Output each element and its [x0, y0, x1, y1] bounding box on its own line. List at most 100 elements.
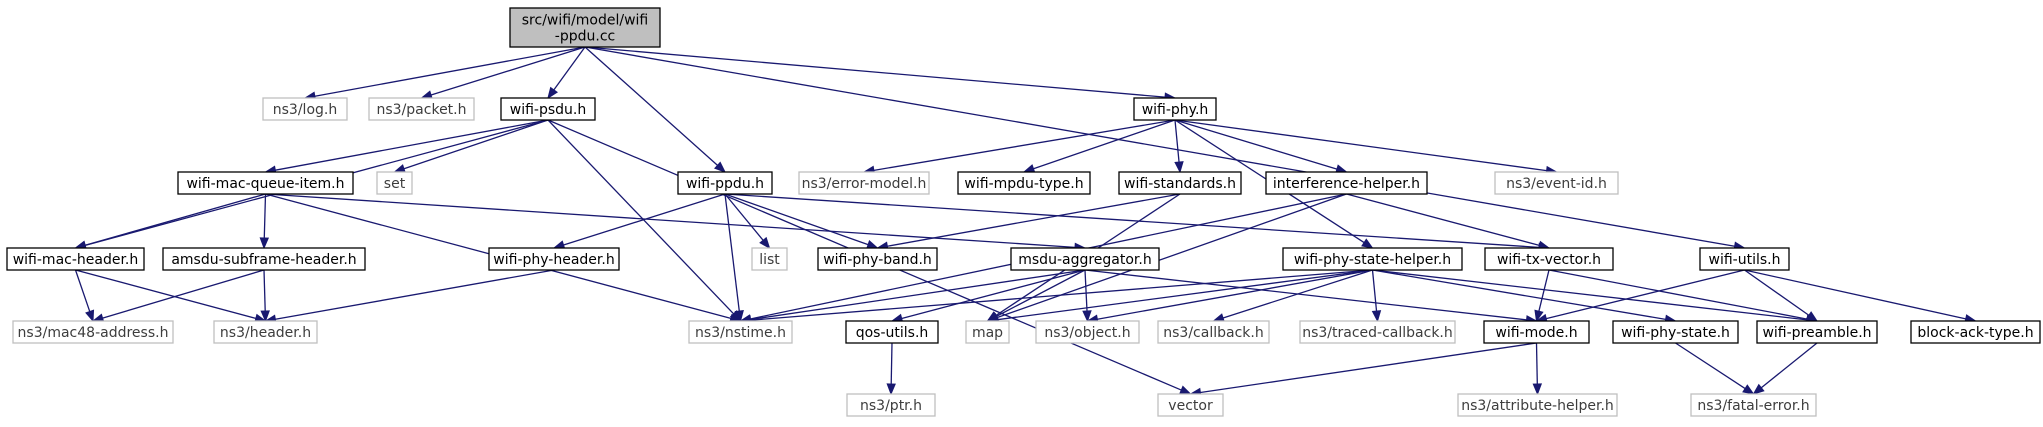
node-box [376, 171, 413, 195]
node-wifi-phy-header[interactable]: wifi-phy-header.h [488, 247, 620, 271]
node-fatal-error: ns3/fatal-error.h [1690, 393, 1817, 417]
node-label: interference-helper.h [1273, 176, 1420, 192]
edge-msdu-aggregator-to-object [1084, 269, 1088, 312]
arrowhead [1174, 161, 1184, 174]
arrowhead [85, 309, 95, 323]
arrowhead [1371, 310, 1382, 323]
edge-wifi-mac-queue-item-to-wifi-mac-header [84, 193, 266, 246]
node-wifi-phy-band[interactable]: wifi-phy-band.h [817, 247, 938, 271]
edge-wifi-standards-to-wifi-phy-band [887, 193, 1181, 247]
node-wifi-psdu[interactable]: wifi-psdu.h [500, 97, 596, 121]
node-wifi-standards[interactable]: wifi-standards.h [1118, 171, 1242, 195]
node-box [1157, 393, 1224, 417]
edge-wifi-ppdu-to-wifi-phy-header [563, 193, 726, 246]
node-label: wifi-tx-vector.h [1497, 252, 1601, 268]
node-attribute-helper: ns3/attribute-helper.h [1457, 393, 1618, 417]
edge-wifi-phy-state-helper-to-nstime [750, 269, 1373, 321]
edge-interference-helper-to-map [996, 193, 1347, 319]
arrowhead [1534, 309, 1544, 323]
node-root[interactable]: src/wifi/model/wifi-ppdu.cc [509, 7, 661, 48]
node-wifi-tx-vector[interactable]: wifi-tx-vector.h [1484, 247, 1614, 271]
edge-wifi-phy-header-to-header [275, 269, 555, 320]
edge-root-to-wifi-phy [584, 46, 1166, 98]
edge-wifi-phy-state-helper-to-object [1097, 269, 1373, 320]
edge-msdu-aggregator-to-nstime [750, 269, 1086, 321]
node-label: qos-utils.h [856, 325, 929, 341]
edge-wifi-mac-header-to-header [75, 269, 257, 320]
node-qos-utils[interactable]: qos-utils.h [845, 320, 939, 344]
edge-wifi-phy-to-error-model [873, 119, 1176, 171]
node-label: map [972, 325, 1003, 341]
node-label: ns3/object.h [1044, 325, 1130, 341]
node-vector: vector [1157, 393, 1224, 417]
node-wifi-mpdu-type[interactable]: wifi-mpdu-type.h [957, 171, 1091, 195]
edge-amsdu-subframe-header-to-header [263, 269, 266, 312]
node-label: wifi-phy-header.h [493, 252, 614, 268]
arrowhead [734, 310, 744, 323]
node-callback: ns3/callback.h [1157, 320, 1270, 344]
edge-wifi-ppdu-to-wifi-phy-band [724, 193, 869, 246]
edge-msdu-aggregator-to-wifi-mode [1084, 269, 1527, 321]
edge-interference-helper-to-wifi-tx-vector [1346, 193, 1540, 247]
node-amsdu-subframe-header[interactable]: amsdu-subframe-header.h [162, 247, 366, 271]
edge-wifi-utils-to-block-ack-type [1744, 269, 1966, 320]
edge-wifi-phy-state-helper-to-wifi-preamble [1372, 269, 1808, 321]
node-label: set [384, 176, 406, 192]
node-msdu-aggregator[interactable]: msdu-aggregator.h [1010, 247, 1160, 271]
edge-wifi-mac-queue-item-to-msdu-aggregator [265, 193, 1076, 248]
node-wifi-phy-state[interactable]: wifi-phy-state.h [1612, 320, 1739, 344]
node-box [1457, 393, 1618, 417]
node-block-ack-type[interactable]: block-ack-type.h [1910, 320, 2041, 344]
node-wifi-mac-queue-item[interactable]: wifi-mac-queue-item.h [177, 171, 354, 195]
edge-wifi-tx-vector-to-wifi-mode [1538, 269, 1550, 312]
node-label: ns3/attribute-helper.h [1461, 398, 1614, 414]
node-wifi-mode[interactable]: wifi-mode.h [1483, 320, 1590, 344]
arrowhead [1082, 310, 1092, 323]
edge-wifi-ppdu-to-nstime [724, 193, 740, 312]
node-error-model: ns3/error-model.h [798, 171, 930, 195]
node-wifi-phy-state-helper[interactable]: wifi-phy-state-helper.h [1282, 247, 1463, 271]
node-box [798, 171, 930, 195]
edge-root-to-wifi-utils [584, 46, 1735, 247]
edge-wifi-psdu-to-set [403, 119, 549, 170]
node-box [6, 247, 145, 271]
node-interference-helper[interactable]: interference-helper.h [1265, 171, 1428, 195]
node-box [1035, 320, 1140, 344]
edge-wifi-phy-to-event-id [1174, 119, 1547, 172]
edge-wifi-phy-state-helper-to-traced-callback [1371, 269, 1378, 312]
node-wifi-mac-header[interactable]: wifi-mac-header.h [6, 247, 145, 271]
arrowhead [1752, 383, 1765, 395]
node-label: wifi-phy-state-helper.h [1294, 252, 1451, 268]
node-box [500, 97, 596, 121]
node-box [509, 7, 661, 48]
edge-wifi-mode-to-vector [1200, 342, 1537, 394]
node-label: wifi-preamble.h [1762, 325, 1871, 341]
node-label: wifi-standards.h [1124, 176, 1236, 192]
edge-root-to-log [314, 46, 586, 97]
node-label: ns3/callback.h [1163, 325, 1263, 341]
node-label: wifi-phy-band.h [823, 252, 932, 268]
node-label: block-ack-type.h [1917, 325, 2033, 341]
edge-wifi-phy-to-wifi-mpdu-type [1033, 119, 1176, 170]
edge-wifi-mac-queue-item-to-amsdu-subframe-header [263, 193, 267, 239]
node-wifi-ppdu[interactable]: wifi-ppdu.h [677, 171, 773, 195]
node-wifi-phy[interactable]: wifi-phy.h [1133, 97, 1217, 121]
node-wifi-preamble[interactable]: wifi-preamble.h [1756, 320, 1878, 344]
arrowhead [866, 240, 879, 249]
arrowhead [1742, 384, 1755, 395]
node-wifi-utils[interactable]: wifi-utils.h [1699, 247, 1790, 271]
arrowhead [547, 86, 559, 100]
edge-msdu-aggregator-to-map [996, 269, 1086, 317]
node-label: wifi-mode.h [1495, 325, 1577, 341]
node-label: ns3/fatal-error.h [1697, 398, 1809, 414]
arrowhead [759, 236, 771, 250]
edge-wifi-mode-to-attribute-helper [1535, 342, 1538, 385]
arrowhead [1805, 311, 1819, 322]
node-label: wifi-ppdu.h [686, 176, 764, 192]
node-label: ns3/packet.h [377, 102, 467, 118]
node-box [1612, 320, 1739, 344]
edge-wifi-ppdu-to-list [724, 193, 764, 241]
arrowhead [714, 161, 727, 173]
edge-wifi-phy-to-interference-helper [1174, 119, 1338, 170]
